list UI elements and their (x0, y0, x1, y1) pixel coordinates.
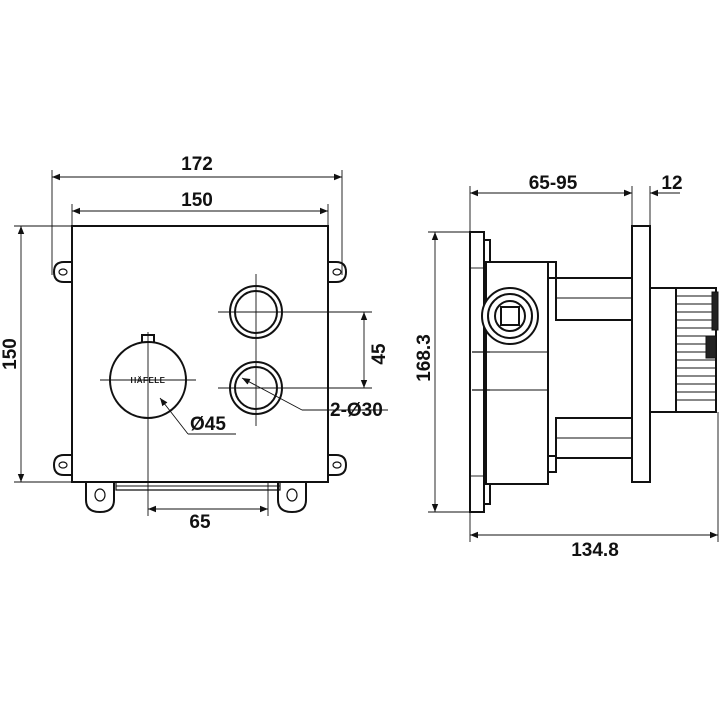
dim-text-65-95: 65-95 (529, 173, 578, 194)
dim-side-plate-thickness: 12 (604, 173, 683, 226)
dim-front-plate-width: 150 (71, 190, 329, 226)
button-bottom (218, 350, 294, 426)
dim-button-diameter: 2-Ø30 (241, 377, 388, 421)
mounting-ear-top-right (327, 261, 348, 283)
side-back-plate (469, 231, 491, 513)
mounting-ear-bottom-right (327, 454, 348, 476)
dim-front-total-width: 172 (51, 154, 343, 275)
dim-text-o45: Ø45 (190, 414, 226, 435)
dim-front-height: 150 (0, 225, 86, 483)
bottom-lug-right (277, 479, 307, 514)
dim-text-168-3: 168.3 (414, 334, 435, 382)
dim-side-height: 168.3 (414, 231, 470, 513)
bottom-lug-left (85, 479, 115, 514)
front-view: HÄFELE 172 150 (0, 154, 390, 533)
dim-text-45: 45 (369, 343, 390, 365)
dim-knob-diameter: Ø45 (159, 397, 236, 435)
dim-knob-offset: 65 (147, 428, 269, 533)
dim-side-total-depth: 134.8 (469, 412, 719, 561)
dim-text-150-top: 150 (181, 190, 213, 211)
mounting-ear-bottom-left (52, 454, 73, 476)
front-plate (71, 225, 329, 483)
logo-text: HÄFELE (131, 376, 166, 385)
dim-text-12: 12 (661, 173, 682, 194)
button-top (218, 274, 294, 350)
dim-text-134-8: 134.8 (571, 540, 619, 561)
dim-text-172: 172 (181, 154, 213, 175)
dim-side-depth: 65-95 (469, 173, 633, 232)
dim-button-spacing: 45 (282, 311, 390, 389)
dim-text-65: 65 (189, 512, 211, 533)
thermostat-cartridge (649, 287, 719, 413)
dim-text-150-left: 150 (0, 338, 21, 370)
dim-text-2-o30: 2-Ø30 (330, 400, 383, 421)
mounting-ear-top-left (52, 261, 73, 283)
inlet-port (481, 287, 539, 345)
side-front-plate (631, 225, 651, 483)
side-view: 65-95 12 168.3 134.8 (414, 173, 719, 561)
